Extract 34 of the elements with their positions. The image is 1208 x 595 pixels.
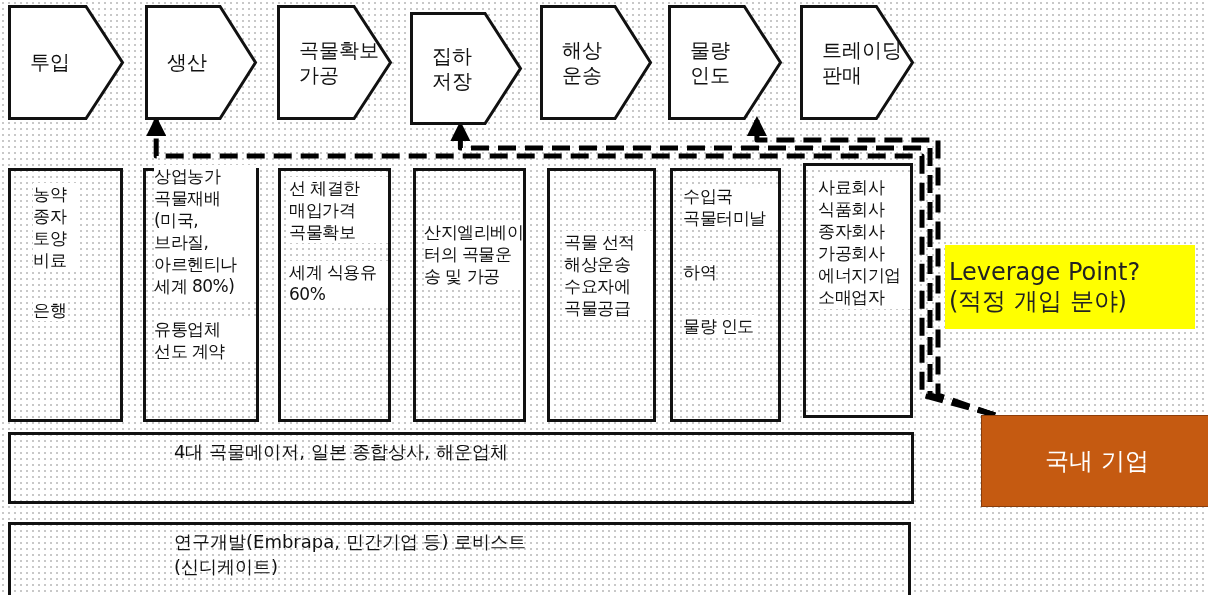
highlight-note: [945, 245, 1195, 329]
column-text: 선 체결한 매입가격 곡물확보: [289, 177, 388, 244]
activity-box: [143, 168, 259, 422]
stage-label: 트레이딩 판매: [822, 37, 900, 88]
column-text: 물량 인도: [683, 315, 754, 338]
stage-label: 해상 운송: [562, 37, 603, 88]
column-text: 사료회사 식품회사 종자회사 가공회사 에너지기업 소매업자: [818, 176, 910, 309]
callout-text: Leverage Point? (적정 개입 분야): [949, 258, 1142, 316]
stage-label: 생산: [167, 50, 208, 75]
column-text: 상업농가 곡물재배 (미국, 브라질, 아르헨티나 세계 80%): [154, 165, 256, 298]
stage-label: 투입: [30, 50, 71, 75]
activity-box: [8, 168, 123, 422]
column-text: 하역: [683, 261, 716, 284]
actor-bar: [8, 432, 914, 504]
stage-label: 곡물확보 가공: [299, 37, 377, 88]
column-text: 수입국 곡물터미날: [683, 185, 778, 230]
bar-text: 4대 곡물메이저, 일본 종합상사, 해운업체: [174, 440, 509, 464]
company-box: [981, 415, 1208, 507]
stage-label: 물량 인도: [690, 37, 731, 88]
activity-box: [413, 168, 526, 422]
company-label: 국내 기업: [1045, 446, 1149, 477]
column-text: 세계 식용유 60%: [289, 261, 388, 306]
actor-bar: [8, 522, 911, 595]
column-text: 유통업체 선도 계약: [154, 317, 256, 362]
column-text: 산지엘리베이터의 곡물운송 및 가공: [424, 221, 523, 288]
activity-box: [803, 163, 913, 418]
activity-box: [278, 168, 391, 422]
column-text: 곡물 선적 해상운송 수요자에 곡물공급: [564, 231, 653, 320]
activity-box: [547, 168, 656, 422]
column-text: 농약 종자 토양 비료: [33, 183, 77, 272]
column-text: 은행: [33, 299, 66, 322]
activity-box: [670, 168, 781, 422]
bar-text: 연구개발(Embrapa, 민간기업 등) 로비스트(신디케이트): [174, 530, 528, 580]
stage-label: 집하 저장: [432, 43, 473, 94]
